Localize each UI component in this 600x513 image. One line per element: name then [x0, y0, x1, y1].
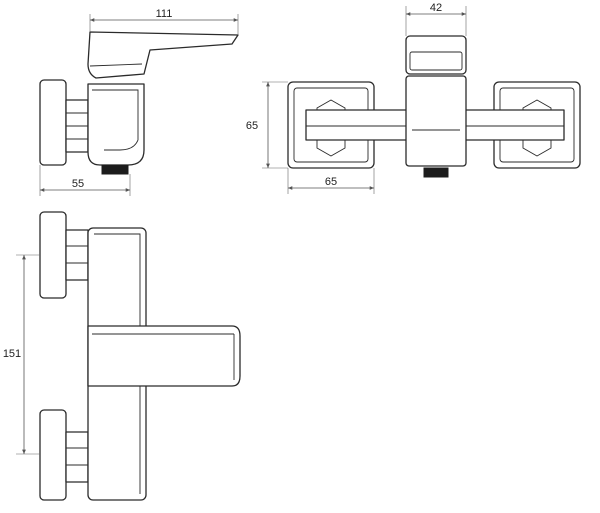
- side-lever-handle: [87, 31, 239, 79]
- side-wall-flange: [39, 79, 67, 166]
- top-lower-nut: [65, 431, 89, 483]
- top-upper-nut: [65, 229, 89, 281]
- dim-label-65-vertical: 65: [246, 120, 258, 132]
- dim-label-42: 42: [430, 2, 442, 14]
- side-view: 111 55: [39, 8, 239, 196]
- front-view: 42 65 65: [246, 2, 581, 194]
- front-central-body: [405, 75, 467, 167]
- top-lever-handle: [87, 325, 241, 387]
- front-outlet: [423, 167, 449, 178]
- side-outlet: [101, 164, 129, 175]
- top-upper-flange: [39, 211, 67, 299]
- dim-label-111: 111: [156, 8, 173, 20]
- dim-label-151: 151: [3, 348, 21, 360]
- top-lower-flange: [39, 409, 67, 501]
- front-handle: [405, 35, 467, 75]
- dim-label-65-horizontal: 65: [325, 176, 337, 188]
- top-view: 151: [3, 211, 241, 501]
- dim-label-55: 55: [72, 178, 84, 190]
- side-valve-body: [87, 83, 145, 166]
